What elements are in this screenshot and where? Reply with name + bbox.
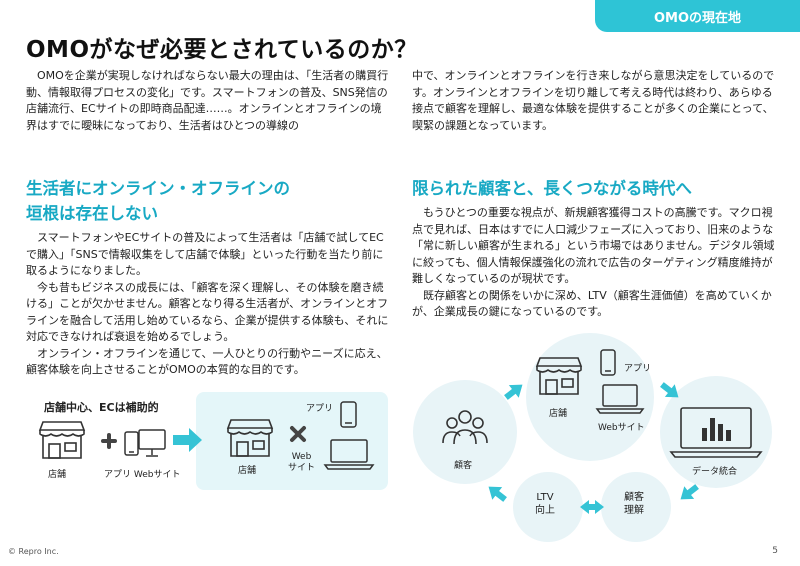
insight-line2: 理解 xyxy=(624,505,644,516)
laptop-icon xyxy=(323,439,375,470)
arrow-right-icon xyxy=(173,428,202,452)
plus-icon xyxy=(101,433,117,449)
circle-ltv xyxy=(513,472,583,542)
insight-line1: 顧客 xyxy=(624,492,644,503)
section1-heading-line2: 垣根は存在しない xyxy=(26,204,158,223)
circle-insight xyxy=(601,472,671,542)
app-label: アプリ xyxy=(306,404,334,414)
intro-right: 中で、オンラインとオフラインを行き来しながら意思決定をしているのです。オンライン… xyxy=(412,69,775,132)
ltv-line1: LTV xyxy=(536,492,554,503)
circle-customer xyxy=(413,380,517,484)
channel-website-label: Webサイト xyxy=(598,423,645,433)
section1-heading: 生活者にオンライン・オフラインの 垣根は存在しない xyxy=(26,176,396,226)
page-title: OMOがなぜ必要とされているのか？ xyxy=(26,37,418,63)
section-tab: OMOの現在地 xyxy=(595,0,800,32)
section2-paragraph-2: 既存顧客との関係をいかに深め、LTV（顧客生涯価値）を高めていくかが、企業成長の… xyxy=(412,288,772,319)
section1-paragraph-2: 今も昔もビジネスの成長には、「顧客を深く理解し、その体験を磨き続ける」ことが欠か… xyxy=(26,280,389,344)
page-number: 5 xyxy=(772,546,778,556)
phone-monitor-icon xyxy=(124,429,166,457)
phone-icon xyxy=(340,401,357,428)
website-label-line1: Web xyxy=(291,452,312,462)
customer-group-icon xyxy=(442,410,488,445)
circle-channels xyxy=(526,333,654,461)
channel-store-label: 店舗 xyxy=(549,409,568,419)
bar-chart-icon xyxy=(702,418,731,441)
app-web-label: アプリ Webサイト xyxy=(104,470,181,480)
channel-app-label: アプリ xyxy=(624,364,652,374)
customer-label: 顧客 xyxy=(454,461,473,471)
section1-paragraph-1: スマートフォンやECサイトの普及によって生活者は「店舗で試してECで購入」「SN… xyxy=(26,231,384,277)
copyright: © Repro Inc. xyxy=(8,547,59,556)
phone-icon-2 xyxy=(600,349,616,376)
store-label: 店舗 xyxy=(48,470,67,480)
section2-body: もうひとつの重要な視点が、新規顧客獲得コストの高騰です。マクロ視点で見れば、日本… xyxy=(412,205,780,321)
store-icon-3 xyxy=(535,357,583,395)
ltv-label: LTV 向上 xyxy=(535,491,555,517)
section2-paragraph-1: もうひとつの重要な視点が、新規顧客獲得コストの高騰です。マクロ視点で見れば、日本… xyxy=(412,206,775,285)
store2-label: 店舗 xyxy=(238,466,257,476)
customer-insight-label: 顧客 理解 xyxy=(624,491,644,517)
cross-icon xyxy=(290,426,306,442)
website-label-line2: サイト xyxy=(288,463,316,473)
circle-data xyxy=(660,376,772,488)
store-icon xyxy=(38,421,86,459)
cycle-arrows xyxy=(488,382,699,514)
section2-heading: 限られた顧客と、長くつながる時代へ xyxy=(412,179,692,198)
section1-heading-line1: 生活者にオンライン・オフラインの xyxy=(26,179,290,198)
data-integration-label: データ統合 xyxy=(692,467,738,477)
website-label: Web サイト xyxy=(288,452,315,474)
store-icon-2 xyxy=(226,419,274,457)
section1-paragraph-3: オンライン・オフラインを通じて、一人ひとりの行動やニーズに応え、顧客体験を向上さ… xyxy=(26,346,388,377)
intro-left: OMOを企業が実現しなければならない最大の理由は、「生活者の購買行動、情報取得プ… xyxy=(26,69,389,132)
section1-body: スマートフォンやECサイトの普及によって生活者は「店舗で試してECで購入」「SN… xyxy=(26,230,394,379)
ltv-line2: 向上 xyxy=(535,505,555,516)
data-monitor-icon xyxy=(669,407,763,458)
laptop-icon-2 xyxy=(595,384,645,414)
diagram-left-title: 店舗中心、ECは補助的 xyxy=(44,401,159,414)
